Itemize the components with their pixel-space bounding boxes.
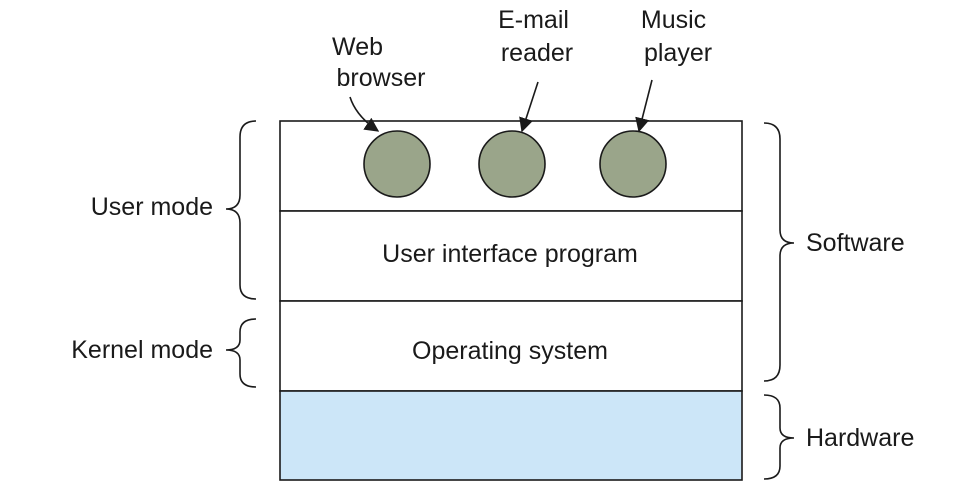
hardware-label: Hardware xyxy=(806,424,914,452)
music-player-leader-arrow xyxy=(635,79,653,133)
ui-program-layer xyxy=(279,210,743,302)
os-label: Operating system xyxy=(412,337,608,365)
email-reader-label: E-mail reader xyxy=(498,6,576,67)
kernel-mode-label: Kernel mode xyxy=(71,336,213,364)
music-player-label-line2: player xyxy=(644,39,712,67)
web-browser-circle xyxy=(363,130,431,198)
web-browser-label: Web browser xyxy=(332,33,425,92)
software-brace xyxy=(763,122,795,382)
web-browser-leader-arrow xyxy=(349,96,380,132)
kernel-mode-brace xyxy=(225,318,257,388)
ui-program-label: User interface program xyxy=(382,240,638,268)
music-player-label-line1: Music xyxy=(641,6,706,34)
os-layer xyxy=(279,300,743,392)
music-player-circle xyxy=(599,130,667,198)
hardware-layer xyxy=(279,390,743,481)
user-mode-brace xyxy=(225,120,257,300)
software-label: Software xyxy=(806,229,905,257)
web-browser-label-line1: Web xyxy=(332,33,383,61)
hardware-brace xyxy=(763,394,795,480)
email-reader-circle xyxy=(478,130,546,198)
user-mode-label: User mode xyxy=(91,193,213,221)
email-reader-label-line2: reader xyxy=(501,39,573,67)
web-browser-label-line2: browser xyxy=(337,64,426,92)
email-reader-label-line1: E-mail xyxy=(498,6,569,34)
email-reader-leader-arrow xyxy=(519,81,539,133)
music-player-label: Music player xyxy=(641,6,713,67)
